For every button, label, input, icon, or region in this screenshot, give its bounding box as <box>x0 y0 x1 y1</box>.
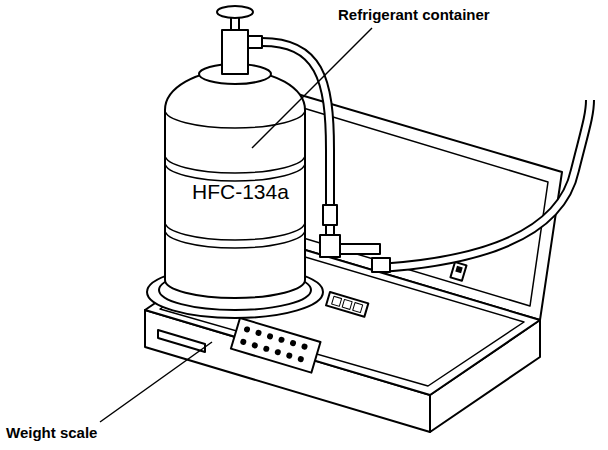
handle <box>158 330 205 352</box>
hose-fitting <box>323 205 337 225</box>
cylinder-band <box>165 155 305 173</box>
cylinder-band <box>165 163 305 181</box>
switch <box>450 262 466 281</box>
cylinder-marking: HFC-134a <box>192 180 289 204</box>
valve-body <box>222 30 248 74</box>
part-name: Weight scale <box>6 424 97 441</box>
cylinder-shoulder <box>165 110 305 128</box>
leader-line <box>252 28 372 148</box>
display <box>326 292 368 317</box>
cylinder-band <box>165 230 305 248</box>
base-connector <box>320 235 340 257</box>
hose-fitting <box>372 258 390 272</box>
leader-line <box>100 342 212 422</box>
refrigerant-cylinder <box>165 70 305 298</box>
valve-outlet <box>248 36 262 48</box>
valve-wheel <box>217 6 253 18</box>
base-pipe <box>340 244 380 254</box>
part-name: Refrigerant container <box>338 6 490 23</box>
keypad <box>231 318 321 373</box>
hose-outline <box>380 100 590 268</box>
hose <box>380 100 590 268</box>
cylinder-band <box>165 222 305 240</box>
